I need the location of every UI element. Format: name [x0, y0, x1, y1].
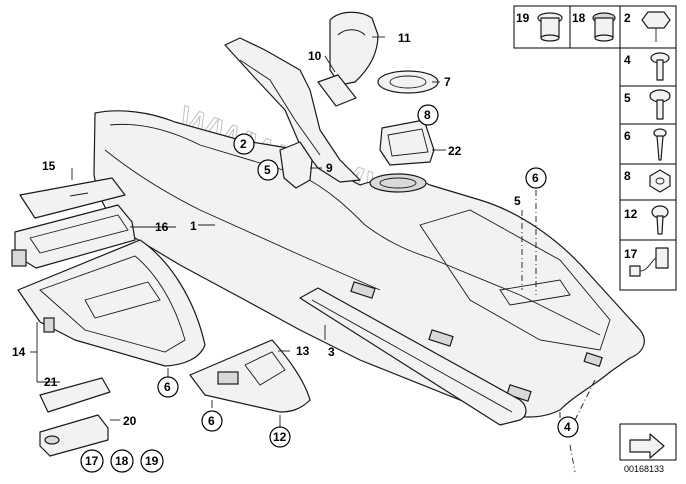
mounting-bracket[interactable] [279, 141, 313, 189]
callout-16: 16 [155, 220, 169, 234]
callout-15: 15 [42, 159, 56, 173]
storage-tray[interactable] [11, 204, 136, 269]
screw-5-icon [649, 89, 671, 120]
side-trim-panel[interactable] [299, 287, 527, 426]
callout-14: 14 [12, 345, 26, 359]
callout-6a: 6 [164, 380, 171, 394]
storage-cover[interactable] [19, 177, 126, 219]
orientation-arrow-box [619, 423, 677, 461]
callout-21: 21 [44, 375, 58, 389]
panel-label-18: 18 [572, 11, 586, 25]
callout-5b: 5 [514, 194, 521, 208]
switch-bracket[interactable] [379, 119, 435, 166]
direction-arrow-icon [629, 433, 665, 459]
socket-18-icon [592, 12, 616, 42]
document-number: 00168133 [624, 464, 664, 474]
panel-label-2: 2 [624, 11, 631, 25]
callout-18: 18 [115, 454, 129, 468]
callout-6c: 6 [532, 171, 539, 185]
callout-3: 3 [328, 345, 335, 359]
bulb-socket-17-icon [629, 247, 669, 277]
callout-19: 19 [145, 454, 159, 468]
switch-panel[interactable] [189, 339, 311, 413]
callout-8: 8 [424, 108, 431, 122]
panel-label-5: 5 [624, 91, 631, 105]
panel-label-19: 19 [516, 11, 530, 25]
leader-lines [30, 36, 596, 473]
callout-17: 17 [85, 454, 99, 468]
callout-20: 20 [123, 414, 137, 428]
screw-4-icon [650, 52, 670, 81]
callout-2: 2 [240, 137, 247, 151]
callout-13: 13 [296, 344, 310, 358]
callout-10: 10 [308, 49, 322, 63]
shift-knob-cover[interactable] [329, 11, 379, 86]
callout-6b: 6 [208, 414, 215, 428]
trim-frame[interactable] [17, 239, 206, 367]
callouts: 11 10 7 22 9 1 16 15 14 21 20 13 3 5 8 2… [12, 31, 579, 473]
coin-tray[interactable] [39, 377, 111, 413]
panel-label-8: 8 [624, 169, 631, 183]
panel-label-4: 4 [624, 53, 631, 67]
callout-9: 9 [326, 161, 333, 175]
nut-2-icon [641, 11, 671, 42]
screw-12-icon [651, 205, 669, 235]
shift-boot-bracket[interactable] [317, 74, 357, 107]
gaiter-frame[interactable] [377, 70, 439, 94]
ashtray-insert[interactable] [39, 414, 109, 457]
panel-label-6: 6 [624, 129, 631, 143]
callout-12: 12 [273, 430, 287, 444]
callout-5: 5 [264, 163, 271, 177]
centre-console-body[interactable] [93, 37, 645, 418]
callout-4: 4 [564, 420, 571, 434]
fastener-panel: 19 18 2 4 5 6 8 12 17 [513, 5, 677, 291]
panel-label-12: 12 [624, 207, 638, 221]
callout-1: 1 [190, 219, 197, 233]
callout-7: 7 [444, 75, 451, 89]
spring-nut-8-icon [649, 169, 671, 193]
plug-19-icon [537, 12, 563, 42]
callout-22: 22 [448, 144, 462, 158]
callout-11: 11 [398, 31, 411, 45]
panel-label-17: 17 [624, 247, 638, 261]
screw-6-icon [653, 128, 667, 161]
